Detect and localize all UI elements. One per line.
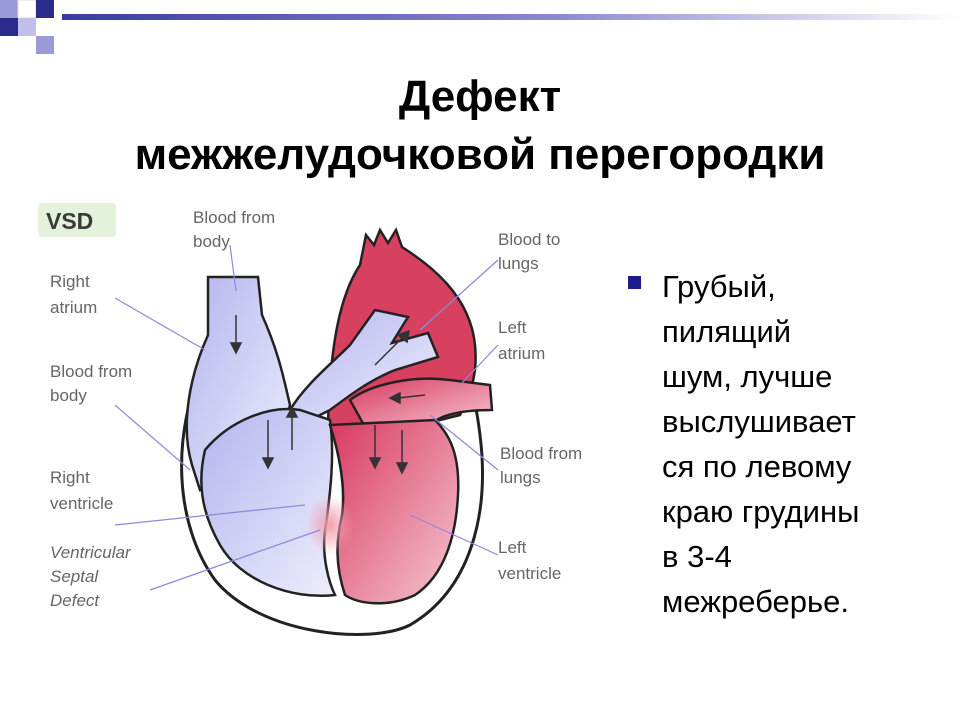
label-line: Septal — [50, 567, 99, 586]
vsd-tag-box — [38, 203, 116, 237]
label-line: lungs — [498, 254, 539, 273]
label-left-atrium: Left atrium — [498, 318, 545, 363]
title-line: межжелудочковой перегородки — [134, 130, 826, 179]
bullet-line: Грубый, — [662, 269, 776, 304]
bullet-line: шум, лучше — [662, 359, 833, 394]
label-left-ventricle: Left ventricle — [498, 538, 561, 583]
leader-lines — [114, 244, 499, 591]
bullet-line: краю грудины — [662, 494, 860, 529]
label-right-ventricle: Right ventricle — [50, 468, 113, 513]
bullet-line: в 3-4 — [662, 539, 732, 574]
label-ventricular-septal-defect: Ventricular Septal Defect — [50, 543, 135, 610]
label-blood-from-body-top: Blood from body — [193, 208, 280, 251]
label-line: Left — [498, 538, 527, 557]
label-line: ventricle — [498, 564, 561, 583]
label-line: ventricle — [50, 494, 113, 513]
label-line: atrium — [50, 298, 97, 317]
label-line: atrium — [498, 344, 545, 363]
label-line: Ventricular — [50, 543, 132, 562]
square-bullet-icon — [628, 276, 641, 289]
label-right-atrium: Right atrium — [50, 272, 97, 317]
pulmonary-artery — [288, 308, 440, 422]
bullet-line: пилящий — [662, 314, 792, 349]
title-line: Дефект — [398, 72, 562, 121]
label-line: Right — [50, 468, 90, 487]
bullet-line: межреберье. — [662, 584, 849, 619]
label-line: Defect — [50, 591, 100, 610]
bullet-text: Грубый, пилящий шум, лучше выслушивает с… — [662, 264, 859, 624]
label-line: Blood to — [498, 230, 560, 249]
vsd-heart-diagram: VSD Blood from body — [38, 203, 587, 637]
label-line: Blood from — [193, 208, 275, 227]
label-line: Blood from — [50, 362, 132, 381]
label-line: lungs — [500, 468, 541, 487]
label-line: Right — [50, 272, 90, 291]
bullet-line: выслушивает — [662, 404, 856, 439]
label-line: body — [50, 386, 87, 405]
slide-title: Дефект межжелудочковой перегородки — [40, 68, 920, 184]
bullet-line: ся по левому — [662, 449, 852, 484]
label-line: Blood from — [500, 444, 582, 463]
vsd-tag: VSD — [46, 208, 93, 234]
label-line: body — [193, 232, 230, 251]
label-blood-from-lungs: Blood from lungs — [500, 444, 587, 487]
label-line: Left — [498, 318, 527, 337]
label-blood-to-lungs: Blood to lungs — [498, 230, 565, 273]
flow-arrows — [229, 315, 426, 475]
label-blood-from-body-left: Blood from body — [50, 362, 137, 405]
septal-defect-glow — [306, 495, 354, 555]
